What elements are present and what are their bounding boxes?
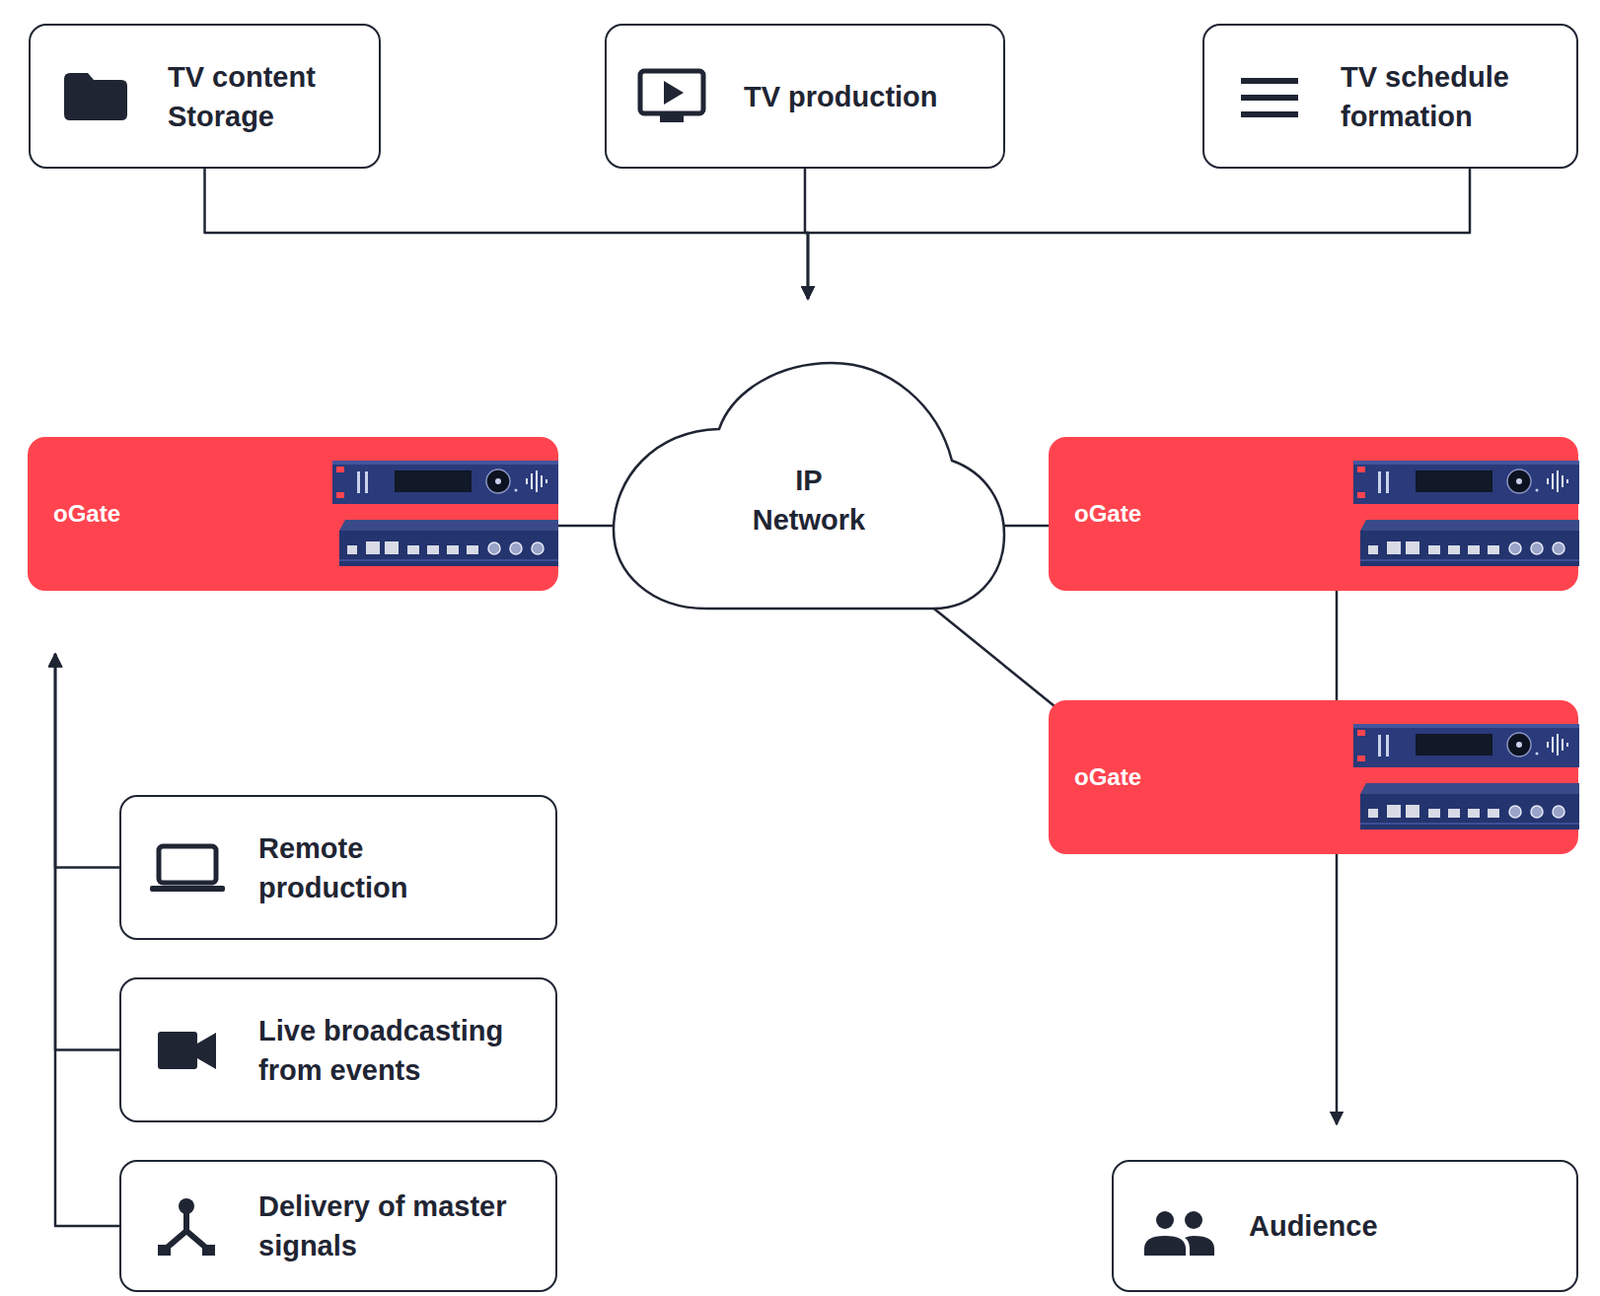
box-label: Remote production xyxy=(258,828,486,908)
device-illustration xyxy=(1353,724,1580,830)
camera-icon xyxy=(157,1031,217,1070)
source-box: Live broadcasting from events xyxy=(119,977,558,1123)
audience-icon xyxy=(1144,1211,1215,1256)
box-label: TV content Storage xyxy=(167,57,370,137)
connector xyxy=(205,168,809,299)
connector xyxy=(55,654,120,1227)
network-cloud: IP Network xyxy=(612,362,1006,611)
list-icon xyxy=(1240,77,1299,118)
laptop-icon xyxy=(149,846,225,892)
box-label: oGate xyxy=(53,499,121,529)
distribution-icon xyxy=(157,1198,216,1256)
content-box: TV content Storage xyxy=(28,23,381,169)
source-box: Remote production xyxy=(119,795,558,941)
box-label: Audience xyxy=(1248,1206,1379,1246)
connector xyxy=(55,654,120,1051)
connector xyxy=(1004,524,1049,528)
box-label: Delivery of master signals xyxy=(258,1186,545,1266)
gateway-box: oGate xyxy=(27,436,559,591)
box-label: TV schedule formation xyxy=(1340,57,1563,137)
box-label: TV production xyxy=(743,76,939,117)
box-label: Live broadcasting from events xyxy=(258,1011,545,1091)
content-box: TV production xyxy=(604,23,1006,169)
connector xyxy=(1335,590,1339,701)
box-label: oGate xyxy=(1074,499,1142,529)
gateway-box: oGate xyxy=(1048,700,1579,855)
source-box: Delivery of master signals xyxy=(119,1160,558,1293)
device-illustration xyxy=(1353,460,1580,567)
monitor-icon xyxy=(640,71,704,123)
connector xyxy=(55,654,120,869)
folder-icon xyxy=(64,72,128,121)
connector xyxy=(926,602,1055,707)
connector xyxy=(558,524,614,528)
device-illustration xyxy=(332,460,559,567)
connector xyxy=(807,168,1470,299)
box-label: IP Network xyxy=(739,460,878,540)
content-box: TV schedule formation xyxy=(1202,23,1579,169)
audience-box: Audience xyxy=(1111,1160,1579,1293)
gateway-box: oGate xyxy=(1048,436,1579,591)
connector xyxy=(1335,854,1339,1125)
box-label: oGate xyxy=(1074,762,1142,793)
